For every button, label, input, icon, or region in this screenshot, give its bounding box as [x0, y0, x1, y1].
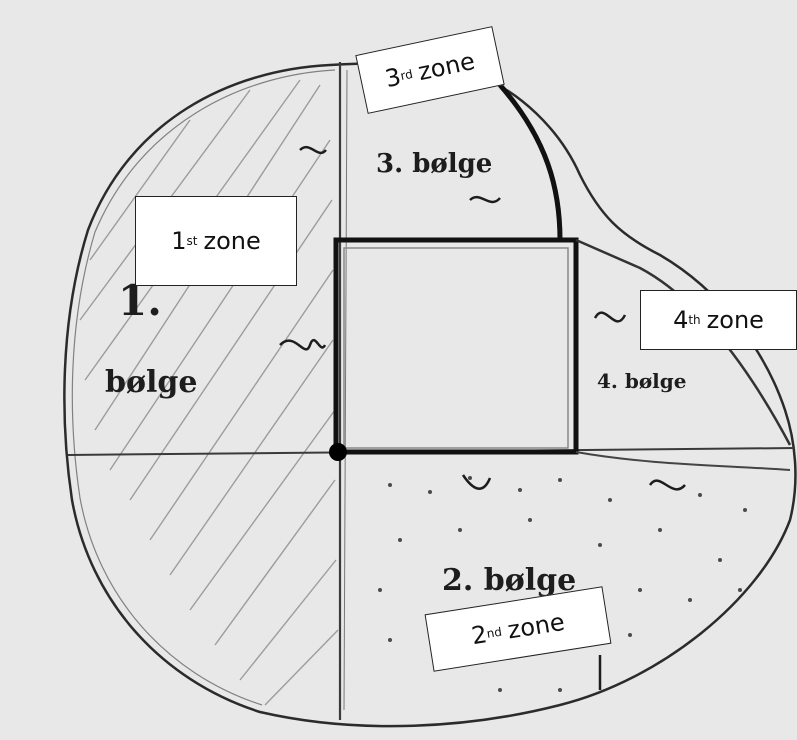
zone3-suffix: rd — [399, 67, 414, 83]
central-square — [336, 240, 576, 452]
zone1-word: zone — [203, 227, 260, 255]
center-dot — [329, 443, 347, 461]
zone2-word: zone — [506, 608, 567, 645]
zone4-number: 4 — [673, 306, 688, 334]
zone3-word: zone — [416, 47, 478, 86]
zone4-word: zone — [707, 306, 764, 334]
wave3-label: 3. bølge — [376, 149, 492, 179]
zone2-suffix: nd — [486, 625, 503, 641]
zone1-number: 1 — [171, 227, 186, 255]
zone4-suffix: th — [688, 313, 700, 327]
wave1-word: bølge — [105, 365, 197, 400]
zone1-suffix: st — [187, 234, 198, 248]
zone2-boundary — [576, 452, 790, 470]
wave4-label: 4. bølge — [597, 369, 686, 393]
